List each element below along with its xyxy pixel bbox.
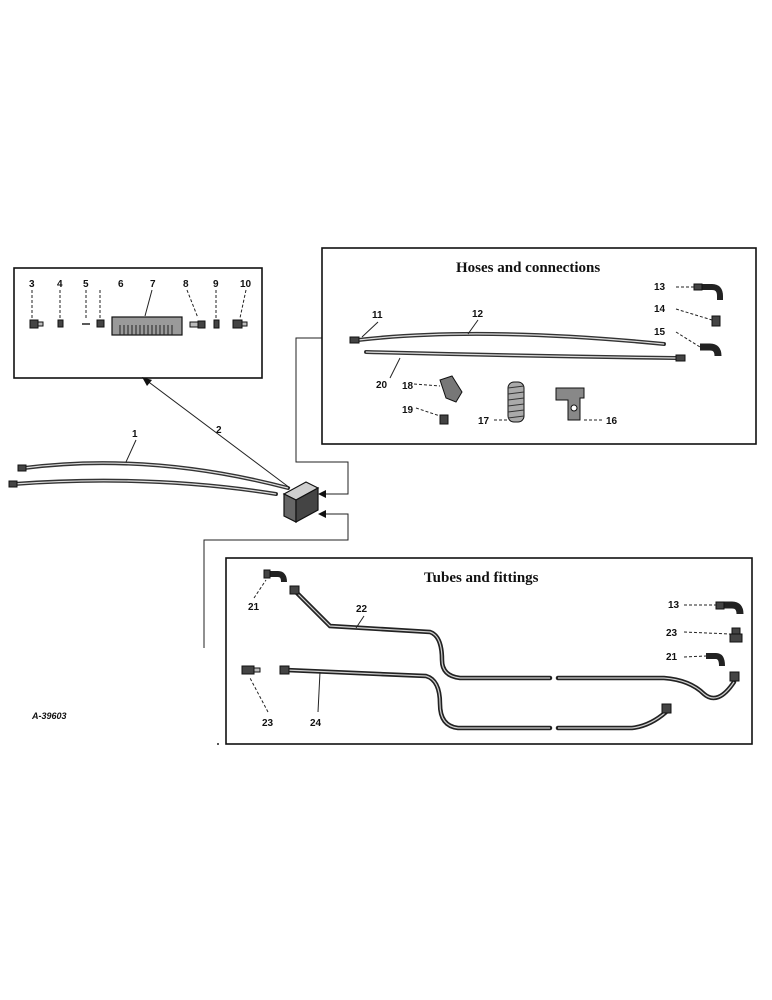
callout-6: 6 xyxy=(118,279,124,290)
callout-14: 14 xyxy=(654,304,666,315)
hose-12 xyxy=(356,331,666,346)
box-connectors xyxy=(203,337,349,648)
callout-5: 5 xyxy=(83,279,89,290)
callout-18: 18 xyxy=(402,381,414,392)
callout-17: 17 xyxy=(478,416,490,427)
tube-24-nut-left xyxy=(279,665,290,675)
tubes-title: Tubes and fittings xyxy=(424,570,539,586)
valve-block xyxy=(282,481,320,524)
callout-23-left: 23 xyxy=(262,718,274,729)
part-7-valve-body xyxy=(111,316,183,336)
stray-mark xyxy=(217,743,219,745)
hoses-title: Hoses and connections xyxy=(456,260,600,276)
part-18-clip xyxy=(439,375,463,403)
part-4-washer xyxy=(57,319,64,328)
part-13-elbow-tubes xyxy=(715,601,744,615)
tubes-box: Tubes and fittings xyxy=(225,557,753,745)
part-16-bracket xyxy=(555,387,585,421)
callout-8: 8 xyxy=(183,279,189,290)
part-9-washer xyxy=(213,319,220,329)
callout-21-left: 21 xyxy=(248,602,260,613)
part-21-elbow-left xyxy=(263,569,287,583)
callout-19: 19 xyxy=(402,405,414,416)
small-parts-frame xyxy=(13,267,263,379)
callout-22: 22 xyxy=(356,604,368,615)
callout-1: 1 xyxy=(132,429,138,440)
part-19-nut xyxy=(439,414,449,425)
callout-4: 4 xyxy=(57,279,63,290)
part-11-fitting xyxy=(349,336,360,344)
hoses-frame xyxy=(321,247,757,445)
callout-9: 9 xyxy=(213,279,219,290)
part-3-fitting xyxy=(29,319,44,329)
callout-13-tubes: 13 xyxy=(668,600,680,611)
part-13-elbow xyxy=(693,283,723,300)
tube-22-left xyxy=(293,589,553,681)
callout-10: 10 xyxy=(240,279,252,290)
reference-number: A-39603 xyxy=(31,711,67,721)
callout-21-right: 21 xyxy=(666,652,678,663)
tube-22-nut-right xyxy=(729,671,740,682)
part-14-fitting xyxy=(711,315,721,327)
callout-16: 16 xyxy=(606,416,618,427)
hoses-box: Hoses and connections xyxy=(321,247,757,445)
part-10-fitting xyxy=(232,319,248,329)
callout-23-right: 23 xyxy=(666,628,678,639)
callout-20: 20 xyxy=(376,380,388,391)
callout-15: 15 xyxy=(654,327,666,338)
callout-7: 7 xyxy=(150,279,156,290)
hose-1-upper xyxy=(22,461,290,490)
part-17-spring xyxy=(507,381,525,423)
callout-2: 2 xyxy=(216,425,222,436)
tube-22-right xyxy=(555,675,737,701)
tubes-frame xyxy=(225,557,753,745)
callout-13: 13 xyxy=(654,282,666,293)
part-15-elbow xyxy=(700,343,722,357)
callout-12: 12 xyxy=(472,309,484,320)
small-parts-box: 3 4 5 6 7 8 9 10 xyxy=(13,267,263,379)
callout-24: 24 xyxy=(310,718,322,729)
main-assembly: 1 2 xyxy=(8,377,320,524)
part-21-elbow-right xyxy=(706,653,725,667)
part-23-fitting-left xyxy=(241,665,261,675)
callout-3: 3 xyxy=(29,279,35,290)
tube-24-nut-right xyxy=(661,703,672,714)
part-23-tee xyxy=(729,627,743,643)
part-6-nut xyxy=(96,319,105,328)
tube-24-right xyxy=(555,709,669,731)
hose-1-lower xyxy=(12,478,278,496)
tube-22-nut-left xyxy=(289,585,300,595)
part-8-fitting xyxy=(189,320,206,329)
callout-11: 11 xyxy=(372,310,383,321)
